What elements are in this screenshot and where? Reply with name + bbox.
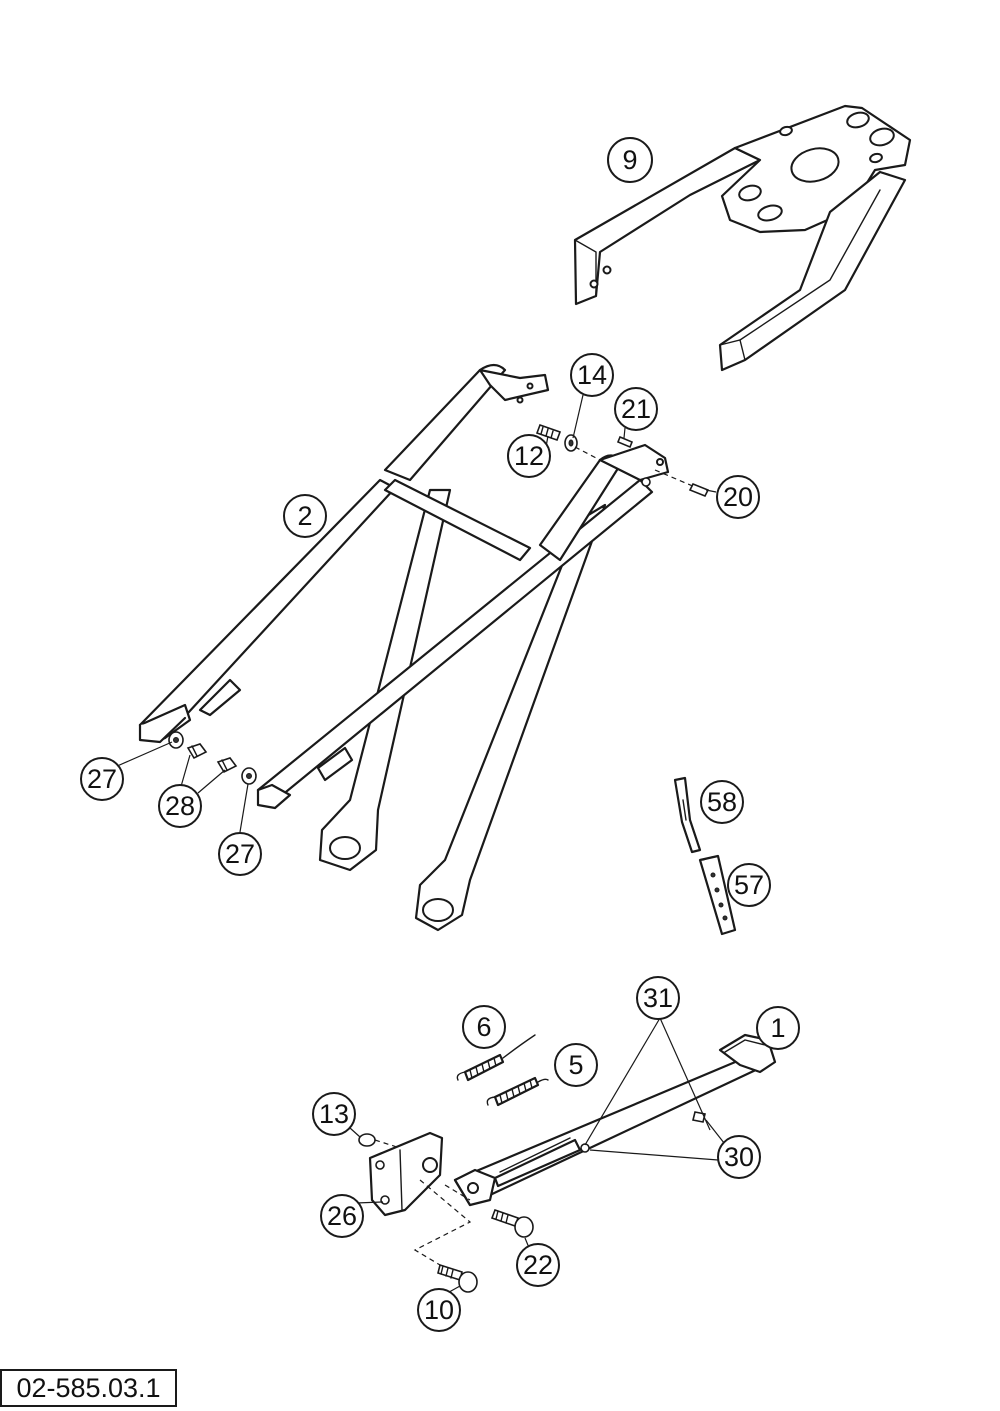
part-28-bushing-left — [186, 743, 208, 760]
callout-30: 30 — [717, 1135, 761, 1179]
callout-27-left: 27 — [80, 757, 124, 801]
callout-9: 9 — [607, 137, 653, 183]
part-6-spring — [456, 1034, 536, 1082]
part-10-bolt — [437, 1263, 478, 1293]
svg-text:21: 21 — [621, 394, 651, 424]
part-26-mount-bracket — [368, 1131, 444, 1217]
part-21-screw — [616, 435, 634, 449]
svg-text:58: 58 — [707, 787, 737, 817]
callout-28: 28 — [158, 784, 202, 828]
callout-14: 14 — [570, 353, 614, 397]
part-57-rubber-pad — [698, 854, 737, 936]
assembly-line-stand — [374, 1139, 472, 1266]
drawing-number-label: 02-585.03.1 — [0, 1369, 177, 1407]
callout-21: 21 — [614, 387, 658, 431]
part-5-spring — [486, 1076, 549, 1107]
svg-text:5: 5 — [568, 1050, 583, 1080]
part-14-washer — [564, 434, 578, 452]
svg-text:57: 57 — [734, 870, 764, 900]
callout-57: 57 — [727, 863, 771, 907]
svg-text:12: 12 — [514, 441, 544, 471]
svg-text:2: 2 — [297, 501, 312, 531]
part-27-washer-right — [241, 767, 257, 785]
leader-lines — [114, 394, 729, 1297]
callout-12: 12 — [507, 434, 551, 478]
part-13-washer — [358, 1133, 376, 1147]
callout-20: 20 — [716, 475, 760, 519]
part-9-fender-bracket — [573, 104, 912, 372]
callout-10: 10 — [417, 1288, 461, 1332]
part-1-side-stand — [453, 1033, 777, 1207]
svg-text:22: 22 — [523, 1250, 553, 1280]
part-28-bushing-right — [216, 757, 238, 774]
callout-26: 26 — [320, 1194, 364, 1238]
callout-22: 22 — [516, 1243, 560, 1287]
svg-text:31: 31 — [643, 983, 673, 1013]
part-12-bolt — [535, 423, 562, 442]
callout-5: 5 — [554, 1043, 598, 1087]
part-22-bolt — [490, 1208, 534, 1238]
assembly-line-14-20 — [574, 446, 696, 488]
callout-1: 1 — [756, 1006, 800, 1050]
part-2-subframe — [138, 363, 670, 932]
svg-text:13: 13 — [319, 1099, 349, 1129]
callout-31: 31 — [636, 976, 680, 1020]
svg-text:28: 28 — [165, 791, 195, 821]
svg-text:1: 1 — [770, 1013, 785, 1043]
svg-text:20: 20 — [723, 482, 753, 512]
part-58-strap — [673, 776, 702, 854]
svg-text:27: 27 — [87, 764, 117, 794]
svg-text:10: 10 — [424, 1295, 454, 1325]
callout-27-right: 27 — [218, 832, 262, 876]
svg-text:27: 27 — [225, 839, 255, 869]
callout-13: 13 — [312, 1092, 356, 1136]
svg-text:14: 14 — [577, 360, 607, 390]
part-20-screw — [688, 482, 710, 498]
callout-2: 2 — [283, 494, 327, 538]
svg-text:6: 6 — [476, 1012, 491, 1042]
callout-6: 6 — [462, 1005, 506, 1049]
callout-58: 58 — [700, 780, 744, 824]
svg-text:30: 30 — [724, 1142, 754, 1172]
svg-text:9: 9 — [622, 145, 637, 175]
part-27-washer-left — [168, 731, 184, 749]
svg-text:26: 26 — [327, 1201, 357, 1231]
